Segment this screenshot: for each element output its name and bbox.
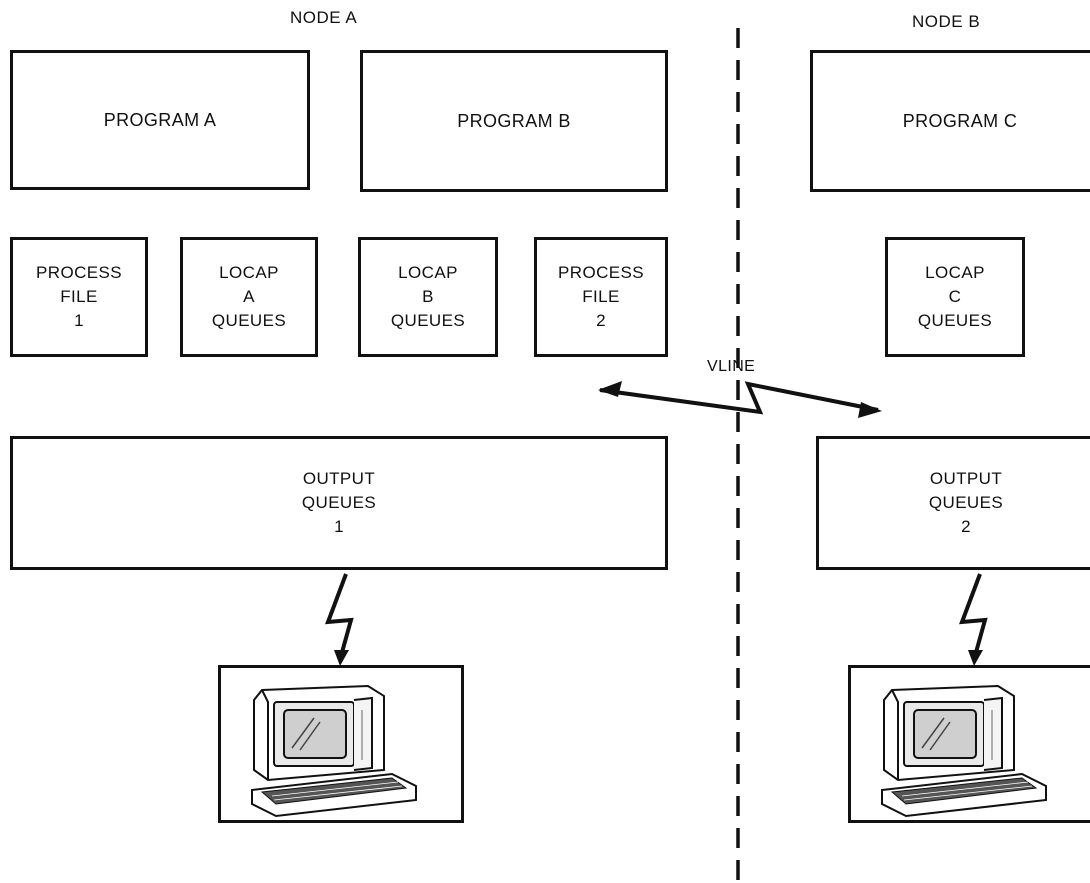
program-c-label: PROGRAM C (902, 111, 1018, 131)
terminal-icon-a (251, 684, 417, 818)
locap-c-line-2: C (948, 287, 962, 306)
process-file-2-box: PROCESS FILE 2 (534, 237, 668, 357)
vline-bidirectional-arrow-icon (598, 381, 882, 418)
node-b-label: NODE B (912, 12, 981, 31)
output-queues-2-line-3: 2 (961, 517, 971, 536)
process-file-1-box: PROCESS FILE 1 (10, 237, 148, 357)
output-queues-1-line-1: OUTPUT (302, 469, 376, 488)
locap-a-queues-box: LOCAP A QUEUES (180, 237, 318, 357)
program-b-label: PROGRAM B (457, 111, 571, 131)
locap-c-line-3: QUEUES (917, 311, 993, 330)
lightning-arrow-icon-b (959, 573, 988, 666)
process-file-2-line-2: FILE (582, 287, 620, 306)
locap-c-line-1: LOCAP (925, 263, 985, 282)
vline-label: VLINE (707, 358, 756, 375)
program-a-label: PROGRAM A (103, 110, 217, 130)
output-queues-1-line-3: 1 (334, 517, 344, 536)
process-file-2-line-1: PROCESS (558, 263, 644, 282)
output-queues-1-line-2: QUEUES (301, 493, 377, 512)
program-a-box: PROGRAM A (10, 50, 310, 190)
process-file-1-line-2: FILE (60, 287, 98, 306)
locap-c-queues-box: LOCAP C QUEUES (885, 237, 1025, 357)
process-file-1-line-3: 1 (74, 311, 84, 330)
output-queues-1-box: OUTPUT QUEUES 1 (10, 436, 668, 570)
program-c-box: PROGRAM C (810, 50, 1090, 192)
locap-b-queues-box: LOCAP B QUEUES (358, 237, 498, 357)
locap-b-line-2: B (422, 287, 434, 306)
locap-a-line-3: QUEUES (211, 311, 287, 330)
program-b-box: PROGRAM B (360, 50, 668, 192)
lightning-arrow-icon-a (325, 573, 354, 666)
terminal-icon-b (881, 684, 1047, 818)
process-file-1-line-1: PROCESS (36, 263, 122, 282)
locap-a-line-1: LOCAP (219, 263, 279, 282)
process-file-2-line-3: 2 (596, 311, 606, 330)
output-queues-2-line-2: QUEUES (928, 493, 1004, 512)
locap-b-line-3: QUEUES (390, 311, 466, 330)
node-a-label: NODE A (290, 8, 358, 27)
output-queues-2-box: OUTPUT QUEUES 2 (816, 436, 1090, 570)
locap-a-line-2: A (243, 287, 255, 306)
locap-b-line-1: LOCAP (398, 263, 458, 282)
output-queues-2-line-1: OUTPUT (929, 469, 1003, 488)
